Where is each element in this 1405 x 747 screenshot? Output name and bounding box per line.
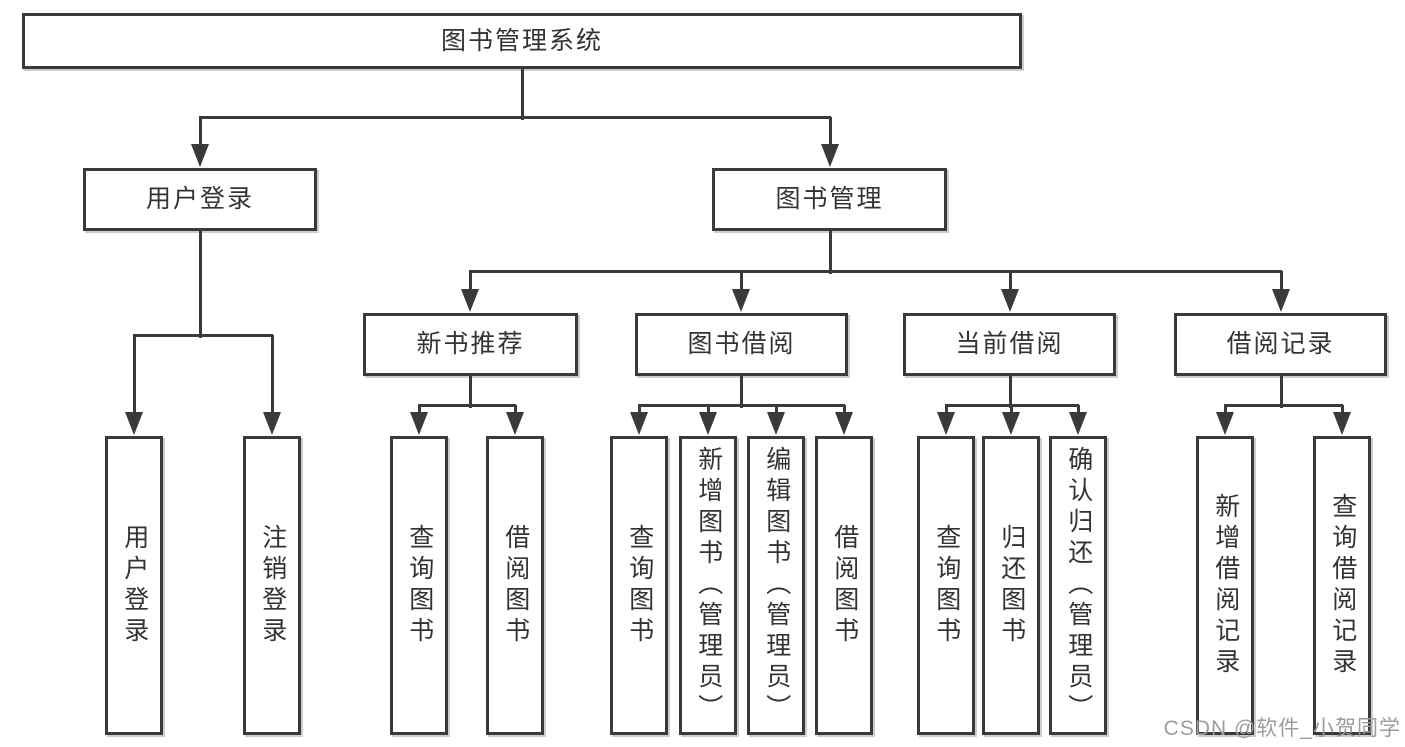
arrow-down-icon bbox=[1001, 289, 1019, 312]
arrow-down-icon bbox=[1069, 412, 1087, 435]
connector-line bbox=[199, 231, 202, 338]
connector-line bbox=[945, 404, 1079, 407]
connector-line bbox=[638, 404, 845, 407]
arrow-down-icon bbox=[937, 412, 955, 435]
node-leaf-bb-add: 新增图书（管理员） bbox=[679, 436, 737, 735]
node-current-borrow: 当前借阅 bbox=[903, 313, 1116, 376]
connector-line bbox=[469, 271, 472, 294]
connector-line bbox=[1280, 376, 1283, 408]
arrow-down-icon bbox=[732, 289, 750, 312]
connector-line bbox=[1077, 405, 1080, 418]
node-leaf-br-query: 查询借阅记录 bbox=[1313, 436, 1371, 735]
connector-line bbox=[133, 335, 136, 418]
node-leaf-bb-borrow: 借阅图书 bbox=[815, 436, 873, 735]
connector-line bbox=[271, 335, 274, 418]
node-book-mgmt: 图书管理 bbox=[712, 168, 947, 231]
connector-line bbox=[1224, 405, 1227, 418]
connector-line bbox=[199, 116, 831, 119]
arrow-down-icon bbox=[125, 412, 143, 435]
connector-line bbox=[1010, 405, 1013, 418]
node-leaf-logout: 注销登录 bbox=[243, 436, 301, 735]
node-borrow-record: 借阅记录 bbox=[1174, 313, 1387, 376]
node-leaf-cb-query: 查询图书 bbox=[917, 436, 975, 735]
arrow-down-icon bbox=[506, 412, 524, 435]
connector-line bbox=[775, 405, 778, 418]
connector-line bbox=[418, 404, 516, 407]
node-leaf-cb-return: 归还图书 bbox=[982, 436, 1040, 735]
connector-line bbox=[829, 117, 832, 149]
arrow-down-icon bbox=[835, 412, 853, 435]
arrow-down-icon bbox=[1272, 289, 1290, 312]
arrow-down-icon bbox=[1002, 412, 1020, 435]
arrow-down-icon bbox=[699, 412, 717, 435]
connector-line bbox=[829, 231, 832, 274]
connector-line bbox=[1009, 376, 1012, 408]
arrow-down-icon bbox=[821, 144, 839, 167]
connector-line bbox=[1224, 404, 1343, 407]
connector-line bbox=[1009, 271, 1012, 294]
arrow-down-icon bbox=[263, 412, 281, 435]
arrow-down-icon bbox=[767, 412, 785, 435]
connector-line bbox=[740, 376, 743, 408]
connector-line bbox=[945, 405, 948, 418]
connector-line bbox=[469, 270, 1282, 273]
connector-line bbox=[199, 117, 202, 149]
node-leaf-nbr-borrow: 借阅图书 bbox=[486, 436, 544, 735]
arrow-down-icon bbox=[1216, 412, 1234, 435]
node-leaf-cb-confirm: 确认归还（管理员） bbox=[1049, 436, 1107, 735]
node-new-book-rec: 新书推荐 bbox=[363, 313, 578, 376]
connector-line bbox=[521, 69, 524, 120]
connector-line bbox=[1280, 271, 1283, 294]
arrow-down-icon bbox=[410, 412, 428, 435]
node-root: 图书管理系统 bbox=[22, 13, 1022, 69]
watermark: CSDN @软件_小贺同学 bbox=[1163, 717, 1401, 740]
connector-line bbox=[418, 405, 421, 418]
node-book-borrow: 图书借阅 bbox=[635, 313, 848, 376]
connector-line bbox=[469, 376, 472, 408]
connector-line bbox=[1341, 405, 1344, 418]
connector-line bbox=[638, 405, 641, 418]
arrow-down-icon bbox=[461, 289, 479, 312]
arrow-down-icon bbox=[191, 144, 209, 167]
connector-line bbox=[133, 334, 273, 337]
node-user-login: 用户登录 bbox=[83, 168, 317, 231]
node-leaf-nbr-query: 查询图书 bbox=[390, 436, 448, 735]
node-leaf-br-add: 新增借阅记录 bbox=[1196, 436, 1254, 735]
node-leaf-bb-query: 查询图书 bbox=[610, 436, 668, 735]
arrow-down-icon bbox=[1333, 412, 1351, 435]
connector-line bbox=[707, 405, 710, 418]
connector-line bbox=[843, 405, 846, 418]
arrow-down-icon bbox=[630, 412, 648, 435]
connector-line bbox=[514, 405, 517, 418]
connector-line bbox=[740, 271, 743, 294]
node-leaf-bb-edit: 编辑图书（管理员） bbox=[747, 436, 805, 735]
node-leaf-user-login: 用户登录 bbox=[105, 436, 163, 735]
